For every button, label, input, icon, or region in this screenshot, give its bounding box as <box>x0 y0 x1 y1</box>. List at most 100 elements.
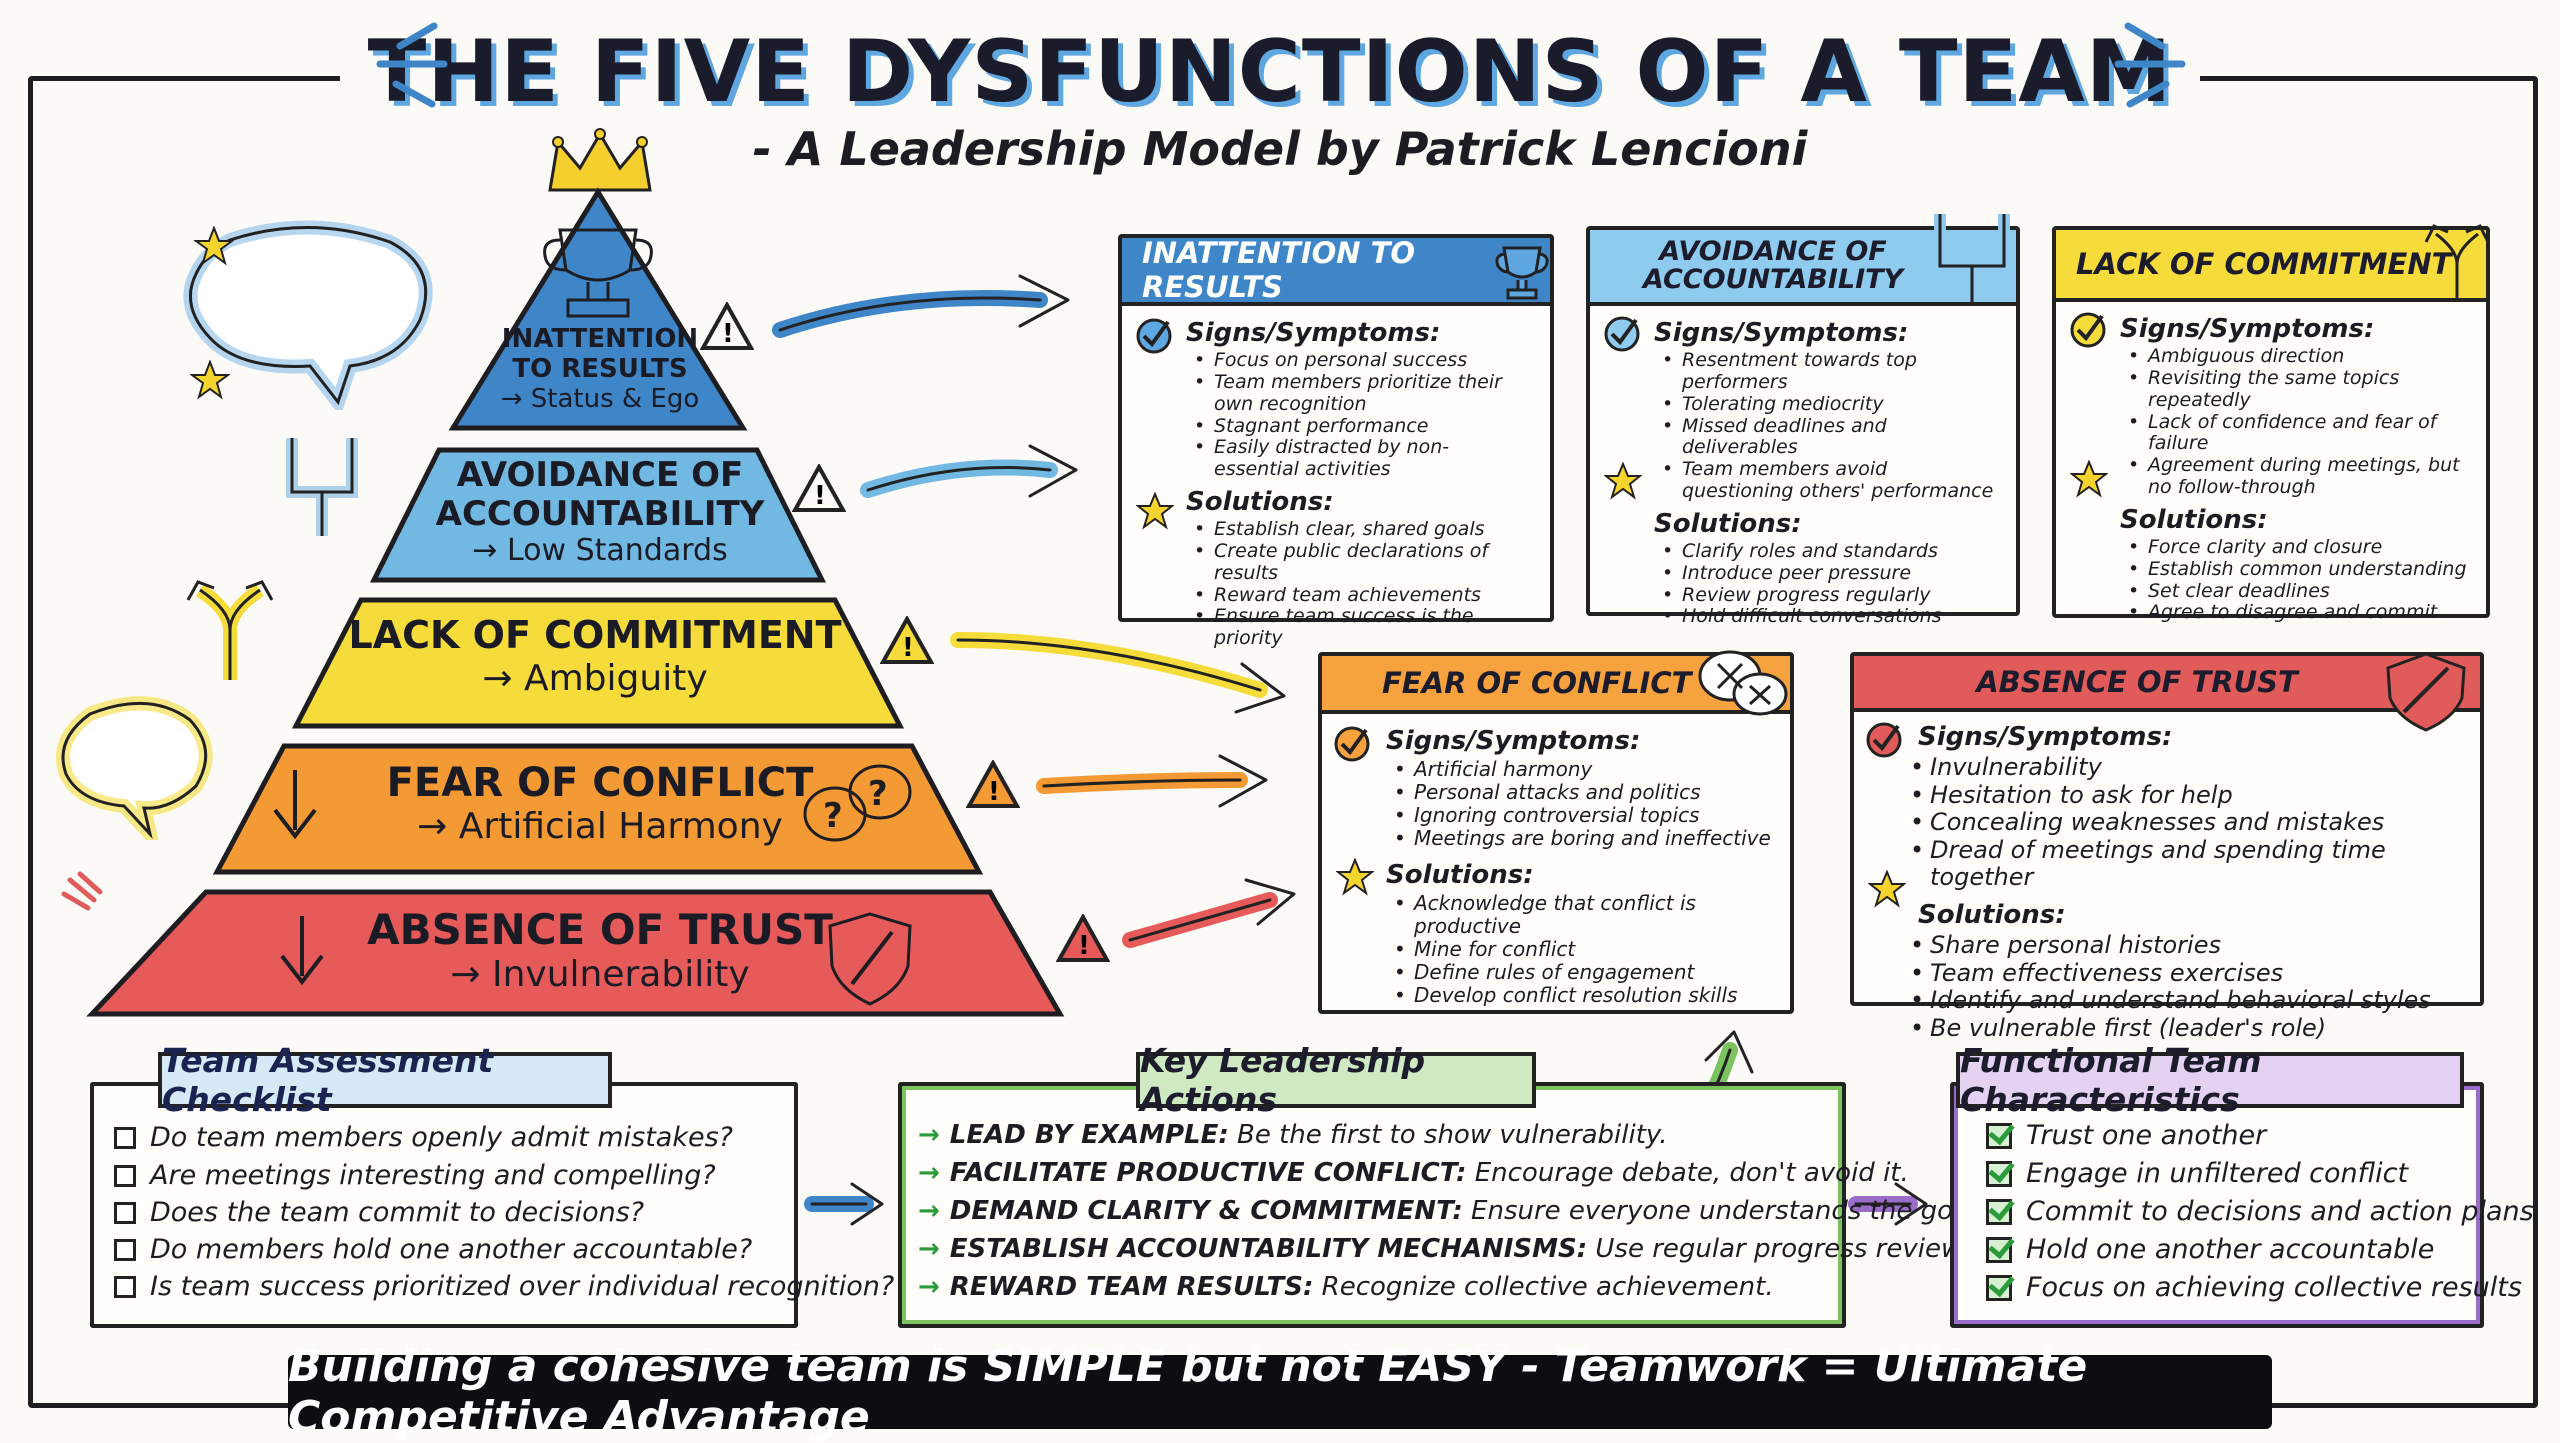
svg-text:?: ? <box>868 774 888 814</box>
card-title: AVOIDANCE OF ACCOUNTABILITY <box>1590 230 2016 306</box>
card-inattention-to-results: INATTENTION TO RESULTS Signs/Symptoms: F… <box>1118 234 1554 649</box>
card-title: INATTENTION TO RESULTS <box>1122 236 1550 306</box>
star-icon <box>1136 492 1174 530</box>
pyramid-level-1-label: INATTENTION TO RESULTS → Status & Ego <box>500 324 700 414</box>
signs-label: Signs/Symptoms: <box>1386 726 1641 756</box>
shield-icon <box>828 912 912 1006</box>
svg-text:!: ! <box>1078 931 1090 961</box>
action-item: →REWARD TEAM RESULTS: Recognize collecti… <box>918 1272 1774 1302</box>
goalpost-icon <box>1934 214 2010 302</box>
list-item: Agreement during meetings, but no follow… <box>2126 454 2468 499</box>
list-item: Dread of meetings and spending time toge… <box>1908 836 2462 892</box>
checkbox[interactable] <box>114 1164 136 1187</box>
checklist-title: Team Assessment Checklist <box>158 1041 612 1119</box>
list-item: Tolerating mediocrity <box>1660 393 1998 416</box>
list-item: Set clear deadlines <box>2126 580 2468 603</box>
checkmark-icon <box>2070 312 2106 348</box>
list-item: Reward team achievements <box>1192 584 1532 607</box>
speech-bubble-icon <box>183 220 433 410</box>
checklist-item[interactable]: Do team members openly admit mistakes? <box>114 1122 733 1153</box>
checklist-item[interactable]: Are meetings interesting and compelling? <box>114 1160 716 1191</box>
speech-bubble-icon <box>56 696 213 840</box>
warning-icon: ! <box>792 464 846 512</box>
checkbox[interactable] <box>114 1201 136 1224</box>
page-title: THE FIVE DYSFUNCTIONS OF A TEAM <box>340 20 2200 124</box>
action-item: →ESTABLISH ACCOUNTABILITY MECHANISMS: Us… <box>918 1234 1985 1264</box>
checkmark-icon <box>1986 1122 2012 1149</box>
question-bubbles-icon: ? ? <box>803 764 912 842</box>
title-left-dashes-icon <box>376 22 448 108</box>
checklist-item[interactable]: Do members hold one another accountable? <box>114 1234 752 1265</box>
card-title: LACK OF COMMITMENT <box>2056 230 2486 302</box>
title-right-dashes-icon <box>2114 22 2186 108</box>
list-item: Review progress regularly <box>1660 584 1998 607</box>
checkbox[interactable] <box>114 1238 136 1261</box>
list-item: Easily distracted by non-essential activ… <box>1192 437 1532 481</box>
split-arrow-icon <box>186 580 274 680</box>
checkmark-icon <box>1986 1274 2012 1301</box>
pyramid-level-2-label: AVOIDANCE OF ACCOUNTABILITY → Low Standa… <box>435 455 765 569</box>
signs-list: Artificial harmony Personal attacks and … <box>1392 758 1772 851</box>
functional-title: Functional Team Characteristics <box>1956 1041 2464 1119</box>
solutions-label: Solutions: <box>1386 860 1534 890</box>
checkmark-icon <box>1986 1198 2012 1225</box>
list-item: Develop conflict resolution skills <box>1392 984 1772 1008</box>
list-item: Missed deadlines and deliverables <box>1660 415 1998 460</box>
checkbox[interactable] <box>114 1126 136 1149</box>
list-item: Establish common understanding <box>2126 558 2468 581</box>
characteristic-item: Hold one another accountable <box>1986 1234 2434 1265</box>
solutions-label: Solutions: <box>1186 487 1334 518</box>
list-item: Resentment towards top performers <box>1660 349 1998 394</box>
card-lack-of-commitment: LACK OF COMMITMENT Signs/Symptoms: Ambig… <box>2052 224 2490 624</box>
svg-text:!: ! <box>722 319 734 349</box>
signs-label: Signs/Symptoms: <box>1186 318 1441 348</box>
shield-icon <box>2386 652 2466 732</box>
solutions-label: Solutions: <box>1918 899 2066 930</box>
svg-text:?: ? <box>823 796 843 836</box>
arrow-right-icon: → <box>918 1120 940 1150</box>
characteristic-item: Engage in unfiltered conflict <box>1986 1158 2408 1189</box>
checkmark-icon <box>1334 726 1370 762</box>
star-icon <box>2070 460 2108 498</box>
actions-title: Key Leadership Actions <box>1136 1041 1536 1119</box>
page-subtitle: - A Leadership Model by Patrick Lencioni <box>752 122 1808 176</box>
dysfunction-pyramid: ? ? <box>86 128 1065 1017</box>
signs-list: Ambiguous direction Revisiting the same … <box>2126 345 2468 499</box>
action-item: →FACILITATE PRODUCTIVE CONFLICT: Encoura… <box>918 1158 1909 1188</box>
checkbox[interactable] <box>114 1275 136 1298</box>
list-item: Concealing weaknesses and mistakes <box>1908 809 2462 837</box>
star-icon <box>1336 858 1374 896</box>
arrow-right-icon: → <box>918 1196 940 1226</box>
list-item: Team members avoid questioning others' p… <box>1660 458 1998 503</box>
footer-banner: Building a cohesive team is SIMPLE but n… <box>288 1341 2272 1443</box>
list-item: Share personal histories <box>1908 931 2462 960</box>
pyramid-level-5-label: ABSENCE OF TRUST → Invulnerability <box>367 905 833 996</box>
characteristic-item: Commit to decisions and action plans <box>1986 1196 2534 1227</box>
list-item: Be vulnerable first (leader's role) <box>1908 1014 2462 1043</box>
card-avoidance-of-accountability: AVOIDANCE OF ACCOUNTABILITY Signs/Sympto… <box>1586 214 2020 628</box>
list-item: Stagnant performance <box>1192 415 1532 438</box>
svg-text:!: ! <box>814 481 826 511</box>
crossed-bubbles-icon <box>1698 650 1788 716</box>
goalpost-icon <box>286 438 358 536</box>
checklist-item[interactable]: Is team success prioritized over individ… <box>114 1271 894 1302</box>
star-icon <box>1604 462 1642 500</box>
list-item: Identify and understand behavioral style… <box>1908 987 2462 1015</box>
list-item: Hesitation to ask for help <box>1908 781 2462 810</box>
checkmark-icon <box>1986 1160 2012 1187</box>
svg-text:!: ! <box>988 777 1000 807</box>
star-icon <box>1868 870 1906 908</box>
checklist-item[interactable]: Does the team commit to decisions? <box>114 1197 644 1228</box>
list-item: Personal attacks and politics <box>1392 781 1772 805</box>
card-absence-of-trust: ABSENCE OF TRUST Signs/Symptoms: Invulne… <box>1850 652 2484 1042</box>
split-arrow-icon <box>2424 224 2490 300</box>
checkmark-icon <box>1866 722 1902 758</box>
list-item: Create public declarations of results <box>1192 540 1532 585</box>
down-arrow-icon <box>273 770 324 986</box>
solutions-label: Solutions: <box>1654 508 1802 539</box>
list-item: Define rules of engagement <box>1392 961 1772 985</box>
action-item: →DEMAND CLARITY & COMMITMENT: Ensure eve… <box>918 1196 1985 1226</box>
list-item: Ignoring controversial topics <box>1392 804 1772 828</box>
checkmark-icon <box>1604 316 1640 352</box>
list-item: Establish clear, shared goals <box>1192 518 1532 541</box>
